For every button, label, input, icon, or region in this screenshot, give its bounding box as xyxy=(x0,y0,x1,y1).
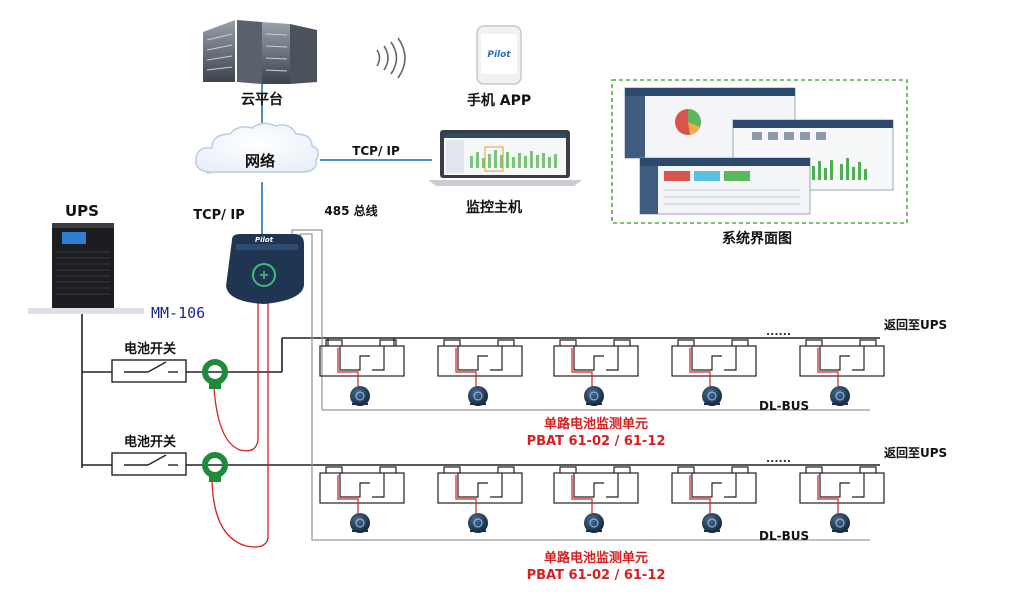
battery-unit xyxy=(671,339,757,406)
phone-brand-text: Pilot xyxy=(487,50,511,60)
monitor-device-icon: Pilot xyxy=(226,234,304,304)
battery-sensor-icon xyxy=(350,386,370,406)
battery-unit xyxy=(437,466,523,533)
battery-icon xyxy=(671,466,757,504)
unit-caption-1-line2: PBAT 61-02 / 61-12 xyxy=(527,434,666,449)
cloud-platform-label: 云平台 xyxy=(241,91,283,108)
battery-string-2: ...... xyxy=(319,452,885,533)
tcp-ip-top-label: TCP/ IP xyxy=(352,144,400,158)
battery-unit xyxy=(437,339,523,406)
battery-unit xyxy=(671,466,757,533)
unit-caption-2-line1: 单路电池监测单元 xyxy=(544,550,648,566)
battery-unit xyxy=(799,466,885,533)
power-wiring xyxy=(81,314,880,468)
current-sensor-icon xyxy=(202,452,228,482)
system-ui-screenshots xyxy=(611,79,908,224)
unit-caption-1-line1: 单路电池监测单元 xyxy=(544,416,648,432)
battery-unit xyxy=(319,466,405,533)
network-label: 网络 xyxy=(245,152,275,170)
device-model-label: MM-106 xyxy=(151,304,205,322)
battery-sensor-icon xyxy=(702,386,722,406)
battery-icon xyxy=(671,339,757,377)
battery-sensor-icon xyxy=(350,513,370,533)
ellipsis-1: ...... xyxy=(766,325,791,338)
ups-icon xyxy=(28,223,144,314)
battery-sensor-icon xyxy=(702,513,722,533)
tcp-ip-left-label: TCP/ IP xyxy=(193,208,245,223)
dl-bus-label-2: DL-BUS xyxy=(759,529,809,543)
battery-switch-label-2: 电池开关 xyxy=(124,434,176,450)
battery-unit xyxy=(799,339,885,406)
battery-sensor-icon xyxy=(468,386,488,406)
battery-icon xyxy=(799,466,885,504)
battery-unit xyxy=(553,339,639,406)
battery-sensor-icon xyxy=(584,513,604,533)
battery-switch-label-1: 电池开关 xyxy=(124,341,176,357)
ellipsis-2: ...... xyxy=(766,452,791,465)
battery-sensor-icon xyxy=(830,513,850,533)
battery-icon xyxy=(553,339,639,377)
laptop-icon xyxy=(428,130,582,186)
battery-unit xyxy=(319,338,405,406)
mobile-app-label: 手机 APP xyxy=(467,92,531,109)
battery-sensor-icon xyxy=(584,386,604,406)
system-ui-label: 系统界面图 xyxy=(722,230,792,247)
wifi-icon xyxy=(376,37,406,79)
battery-icon xyxy=(319,466,405,504)
battery-sensor-icon xyxy=(830,386,850,406)
battery-icon xyxy=(437,466,523,504)
battery-icon xyxy=(799,339,885,377)
dl-bus-label-1: DL-BUS xyxy=(759,399,809,413)
return-ups-label-1: 返回至UPS xyxy=(884,317,947,332)
ups-label: UPS xyxy=(65,202,99,220)
battery-sensor-icon xyxy=(468,513,488,533)
switch-icon xyxy=(111,359,187,383)
battery-icon xyxy=(553,466,639,504)
sensor-wires xyxy=(211,300,269,548)
switch-icon xyxy=(111,452,187,476)
monitor-host-label: 监控主机 xyxy=(466,199,522,216)
bus-lines xyxy=(291,229,870,541)
server-icon xyxy=(203,20,317,84)
unit-caption-2-line2: PBAT 61-02 / 61-12 xyxy=(527,568,666,583)
battery-icon xyxy=(437,339,523,377)
current-sensor-icon xyxy=(202,359,228,389)
bus-485-label: 485 总线 xyxy=(324,203,377,218)
battery-icon xyxy=(319,338,405,377)
phone-icon: Pilot xyxy=(476,25,522,85)
battery-string-1: ...... xyxy=(319,325,885,406)
cloud-icon xyxy=(195,122,319,174)
battery-unit xyxy=(553,466,639,533)
return-ups-label-2: 返回至UPS xyxy=(884,445,947,460)
device-brand-text: Pilot xyxy=(255,236,274,244)
